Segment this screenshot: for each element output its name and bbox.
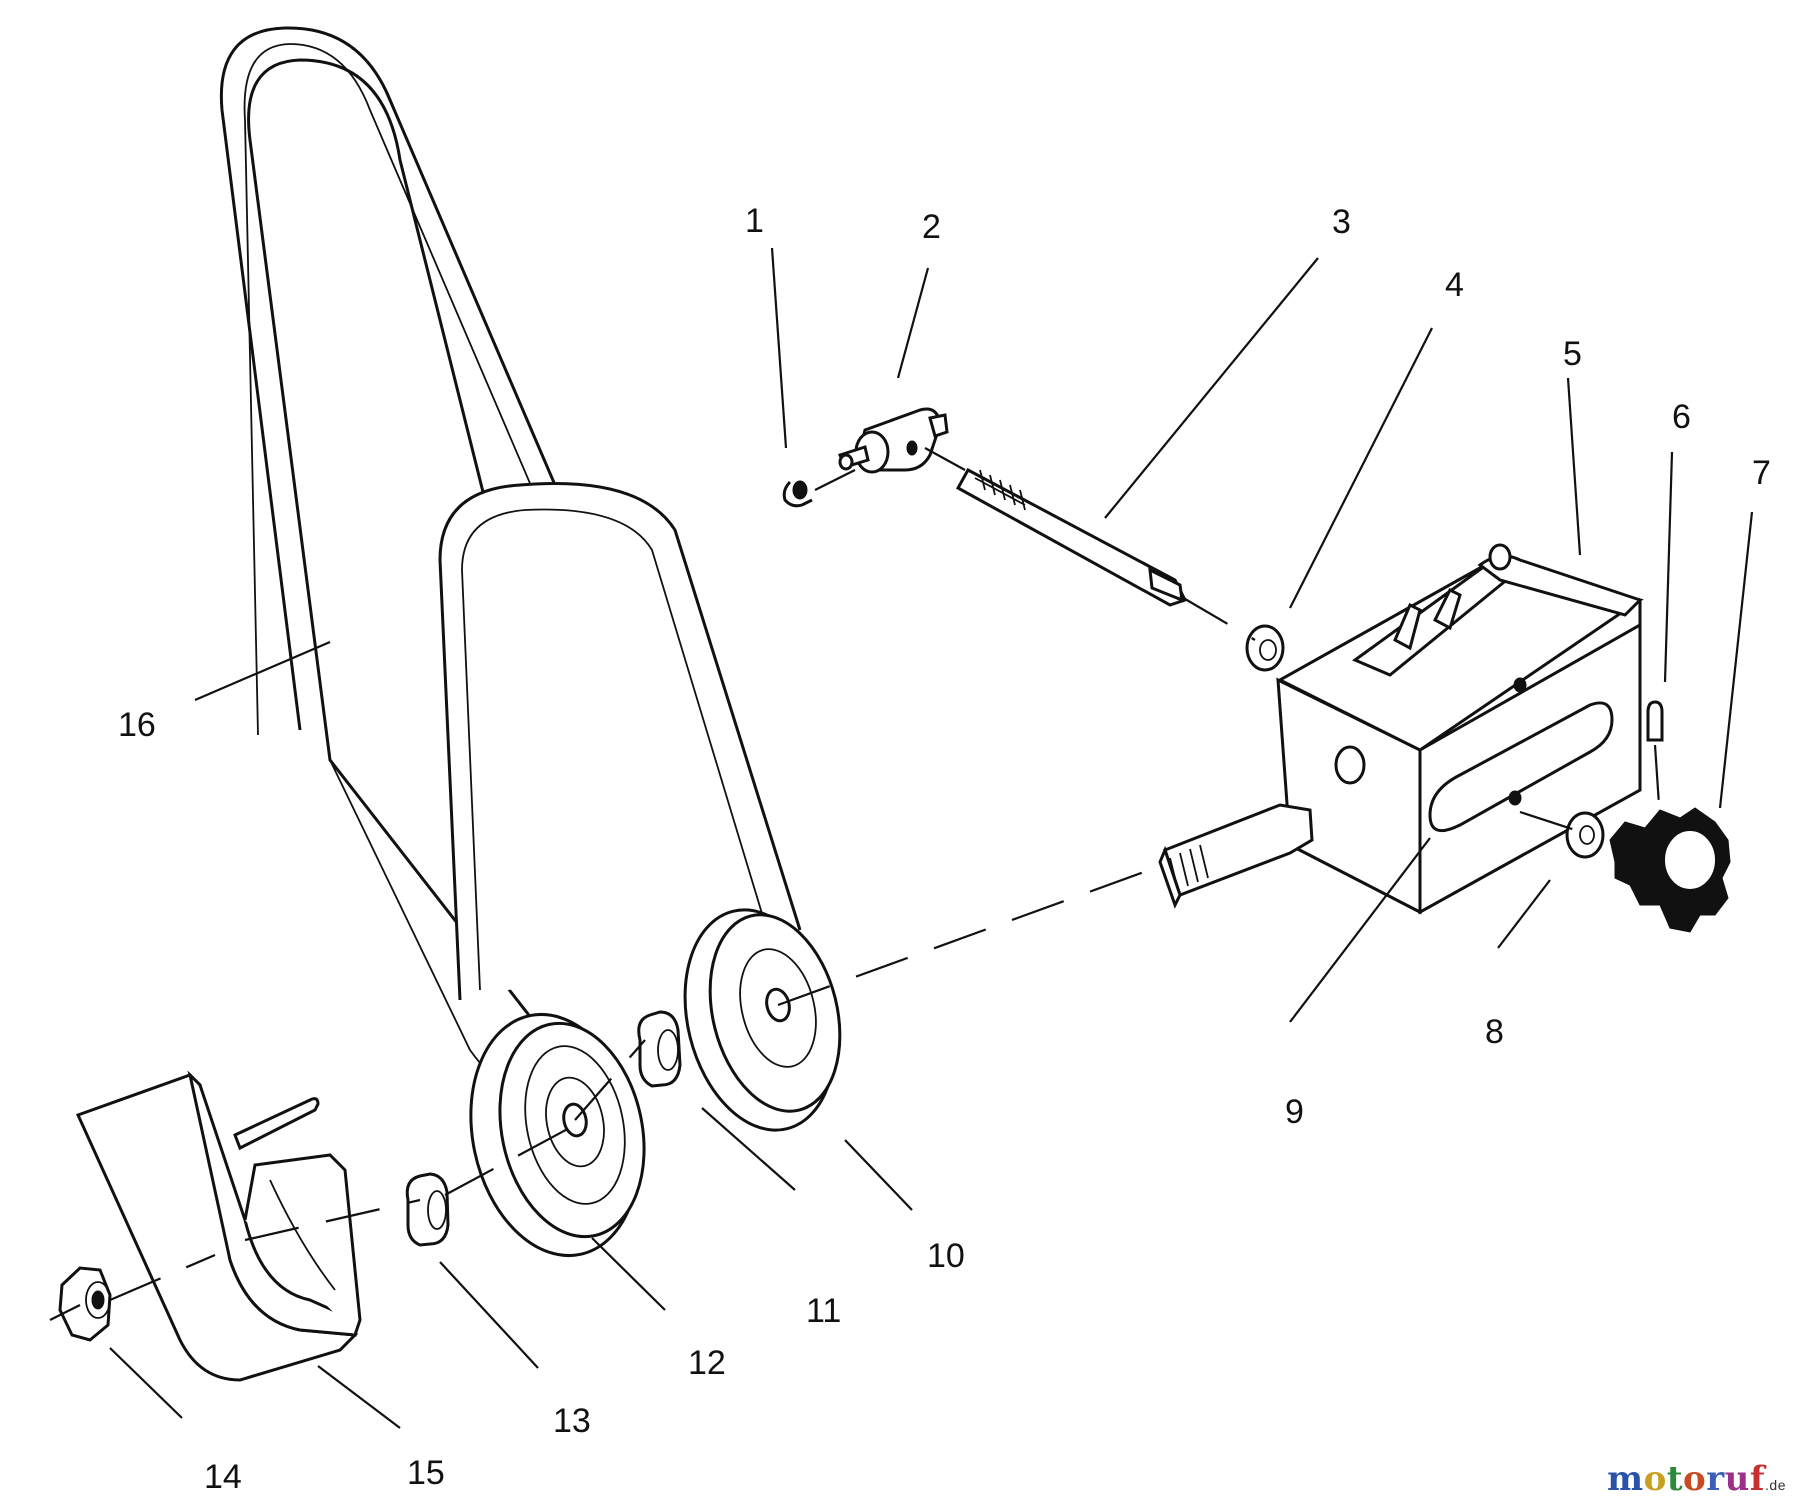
callout-1: 1 (745, 202, 764, 240)
part-10-pulley (683, 908, 842, 1132)
part-2-ferrule (837, 407, 949, 474)
part-4-washer (1245, 624, 1285, 672)
callout-15: 15 (407, 1454, 445, 1492)
watermark-letter: m (1607, 1459, 1644, 1499)
watermark-letter: r (1706, 1459, 1725, 1499)
part-15-belt-guard (75, 1070, 362, 1382)
part-6-pin (1646, 700, 1664, 742)
callout-4: 4 (1445, 266, 1464, 304)
part-5-upper-bracket (1351, 543, 1643, 677)
part-13-spacer (405, 1172, 450, 1247)
assembly-lines (49, 447, 1662, 1321)
part-11-spacer (637, 1010, 682, 1088)
leader-lines (109, 247, 1754, 1429)
callout-10: 10 (927, 1237, 965, 1275)
callout-9: 9 (1285, 1093, 1304, 1131)
callout-12: 12 (688, 1344, 726, 1382)
watermark-letter: t (1666, 1459, 1684, 1499)
short-belt-loop (438, 481, 802, 1001)
callout-8: 8 (1485, 1013, 1504, 1051)
motoruf-watermark-logo: motoruf.de (1607, 1459, 1786, 1499)
callout-2: 2 (922, 208, 941, 246)
part-12-pulley (469, 1012, 646, 1258)
part-3-rod (955, 467, 1188, 607)
callout-3: 3 (1332, 203, 1351, 241)
callout-13: 13 (553, 1402, 591, 1440)
bracket-bolt (1158, 803, 1314, 909)
watermark-letters: motoruf (1607, 1459, 1765, 1499)
callout-labels: 1 2 3 4 5 6 7 8 9 10 11 12 13 14 15 16 (118, 202, 1771, 1496)
part-7-knob (1609, 807, 1731, 933)
watermark-letter: u (1724, 1459, 1750, 1499)
watermark-letter: o (1643, 1459, 1667, 1499)
callout-7: 7 (1752, 454, 1771, 492)
callout-6: 6 (1672, 398, 1691, 436)
callout-16: 16 (118, 706, 156, 744)
part-1-clip (782, 480, 813, 508)
part-8-washer (1565, 811, 1605, 859)
callout-14: 14 (204, 1458, 242, 1496)
callout-5: 5 (1563, 335, 1582, 373)
callout-11: 11 (806, 1292, 841, 1330)
watermark-letter: f (1749, 1459, 1766, 1499)
part-14-nut (58, 1266, 112, 1342)
watermark-letter: o (1683, 1459, 1707, 1499)
watermark-suffix: .de (1765, 1477, 1786, 1493)
